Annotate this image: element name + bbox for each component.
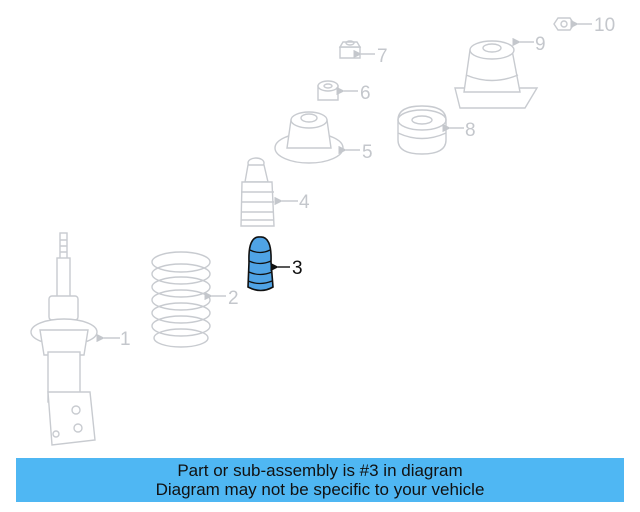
coil-spring-part[interactable] bbox=[151, 251, 211, 348]
info-banner: Part or sub-assembly is #3 in diagram Di… bbox=[16, 458, 624, 502]
strut-assembly-part[interactable] bbox=[30, 232, 98, 446]
callout-1: 1 bbox=[96, 329, 131, 350]
callout-7: 7 bbox=[353, 46, 388, 67]
callout-4: 4 bbox=[274, 192, 310, 213]
dust-boot-part[interactable] bbox=[240, 157, 275, 227]
callout-6: 6 bbox=[336, 83, 371, 104]
bump-stop-part-highlighted[interactable] bbox=[247, 236, 274, 292]
callout-number: 1 bbox=[120, 329, 131, 350]
callout-number: 9 bbox=[535, 34, 546, 55]
callout-number: 7 bbox=[377, 46, 388, 67]
callout-10: 10 bbox=[570, 15, 615, 36]
callout-number: 4 bbox=[299, 192, 310, 213]
callout-number: 3 bbox=[292, 258, 303, 279]
callout-number: 6 bbox=[360, 83, 371, 104]
callout-8: 8 bbox=[442, 120, 476, 141]
callout-number: 8 bbox=[465, 120, 476, 141]
strut-mount-part[interactable] bbox=[454, 40, 539, 109]
top-nut-part[interactable] bbox=[553, 17, 575, 31]
callout-number: 10 bbox=[594, 15, 615, 36]
callout-number: 5 bbox=[362, 142, 373, 163]
callout-number: 2 bbox=[228, 288, 239, 309]
lock-nut-part[interactable] bbox=[338, 40, 362, 59]
strut-bearing-part[interactable] bbox=[397, 105, 447, 155]
callout-3: 3 bbox=[270, 258, 303, 279]
banner-line-part-number: Part or sub-assembly is #3 in diagram bbox=[177, 461, 463, 480]
callout-5: 5 bbox=[338, 142, 373, 163]
spring-seat-part[interactable] bbox=[274, 111, 344, 164]
nut-part[interactable] bbox=[317, 80, 339, 101]
callout-9: 9 bbox=[512, 34, 546, 55]
callout-2: 2 bbox=[204, 288, 239, 309]
banner-line-disclaimer: Diagram may not be specific to your vehi… bbox=[155, 480, 485, 499]
